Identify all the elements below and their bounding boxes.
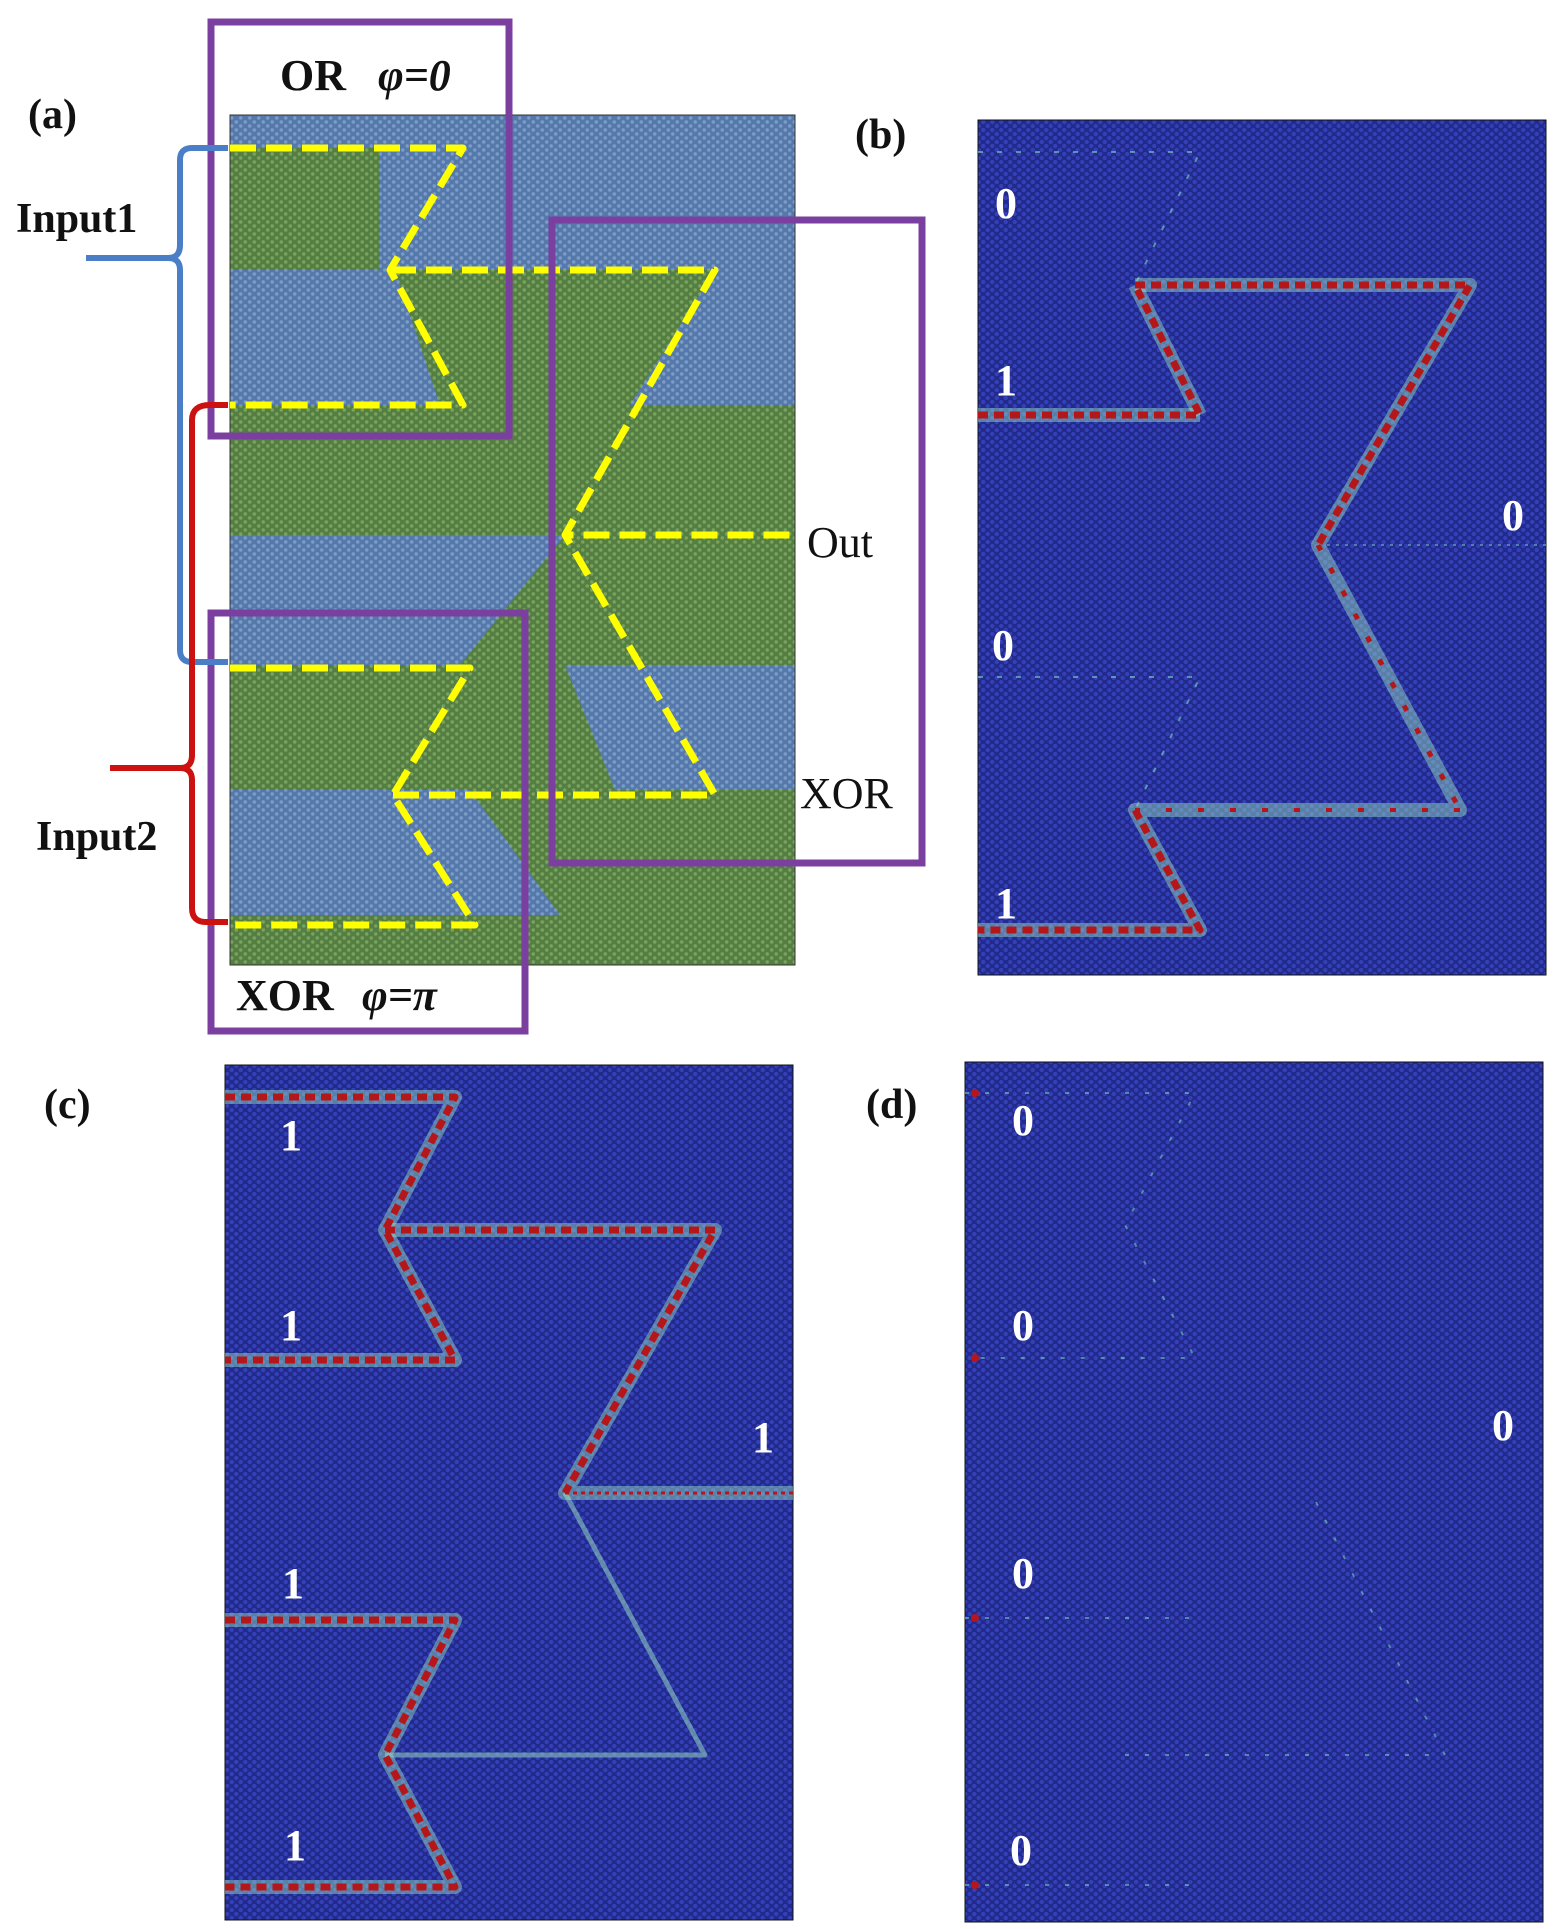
panel-d: (d) 0 0 0 0 0 xyxy=(866,1061,1544,1923)
input-value-2: 0 xyxy=(1012,1301,1034,1350)
green-domain xyxy=(460,535,795,665)
xor-gate-phase: φ=π xyxy=(362,971,438,1020)
input-value-4: 0 xyxy=(1010,1826,1032,1875)
panel-c-label: (c) xyxy=(44,1082,91,1128)
output-value: 0 xyxy=(1502,491,1524,540)
input-value-1: 0 xyxy=(1012,1096,1034,1145)
panel-a-label: (a) xyxy=(28,92,77,138)
panel-d-label: (d) xyxy=(866,1082,917,1128)
lower-arm-path xyxy=(393,533,719,799)
input-value-4: 1 xyxy=(995,879,1017,928)
xor-output-label: XOR xyxy=(800,769,894,818)
source-point xyxy=(971,1614,979,1622)
panel-a: (a) OR φ=0 xyxy=(16,18,926,1035)
xor-gate-label: XOR xyxy=(236,971,335,1020)
input-value-2: 1 xyxy=(280,1301,302,1350)
input1-bracket xyxy=(86,145,228,665)
xor-gate-path xyxy=(230,664,479,929)
excited-mode-c xyxy=(225,1090,793,1894)
input-value-4: 1 xyxy=(284,1821,306,1870)
source-point xyxy=(971,1089,979,1097)
input-value-3: 1 xyxy=(282,1559,304,1608)
output-label: Out xyxy=(807,518,873,567)
xor-gate-box xyxy=(207,609,529,1035)
excited-mode-b xyxy=(978,278,1477,937)
faint-mode-d xyxy=(965,1092,1447,1886)
or-gate-phase: φ=0 xyxy=(378,51,451,100)
panel-c: (c) 1 1 1 1 1 xyxy=(44,1064,794,1921)
input2-label: Input2 xyxy=(36,814,157,860)
field-map-c xyxy=(224,1064,794,1921)
input-value-1: 1 xyxy=(280,1111,302,1160)
output-box xyxy=(548,216,926,867)
green-domain xyxy=(230,148,380,270)
field-map-b xyxy=(977,119,1547,976)
input1-label: Input1 xyxy=(16,196,137,242)
source-point xyxy=(971,1354,979,1362)
input-value-3: 0 xyxy=(992,621,1014,670)
input-value-3: 0 xyxy=(1012,1549,1034,1598)
green-domain xyxy=(395,790,795,915)
output-value: 0 xyxy=(1492,1401,1514,1450)
panel-b: (b) 0 1 0 1 0 xyxy=(855,112,1547,976)
or-gate-label: OR xyxy=(280,51,347,100)
lattice-domains xyxy=(229,114,796,966)
source-point xyxy=(971,1881,979,1889)
field-map-d xyxy=(964,1061,1544,1923)
input2-bracket xyxy=(110,402,228,925)
or-gate-box xyxy=(207,18,513,440)
input-value-2: 1 xyxy=(995,356,1017,405)
panel-b-label: (b) xyxy=(855,112,906,158)
output-value: 1 xyxy=(752,1413,774,1462)
input-value-1: 0 xyxy=(995,179,1017,228)
